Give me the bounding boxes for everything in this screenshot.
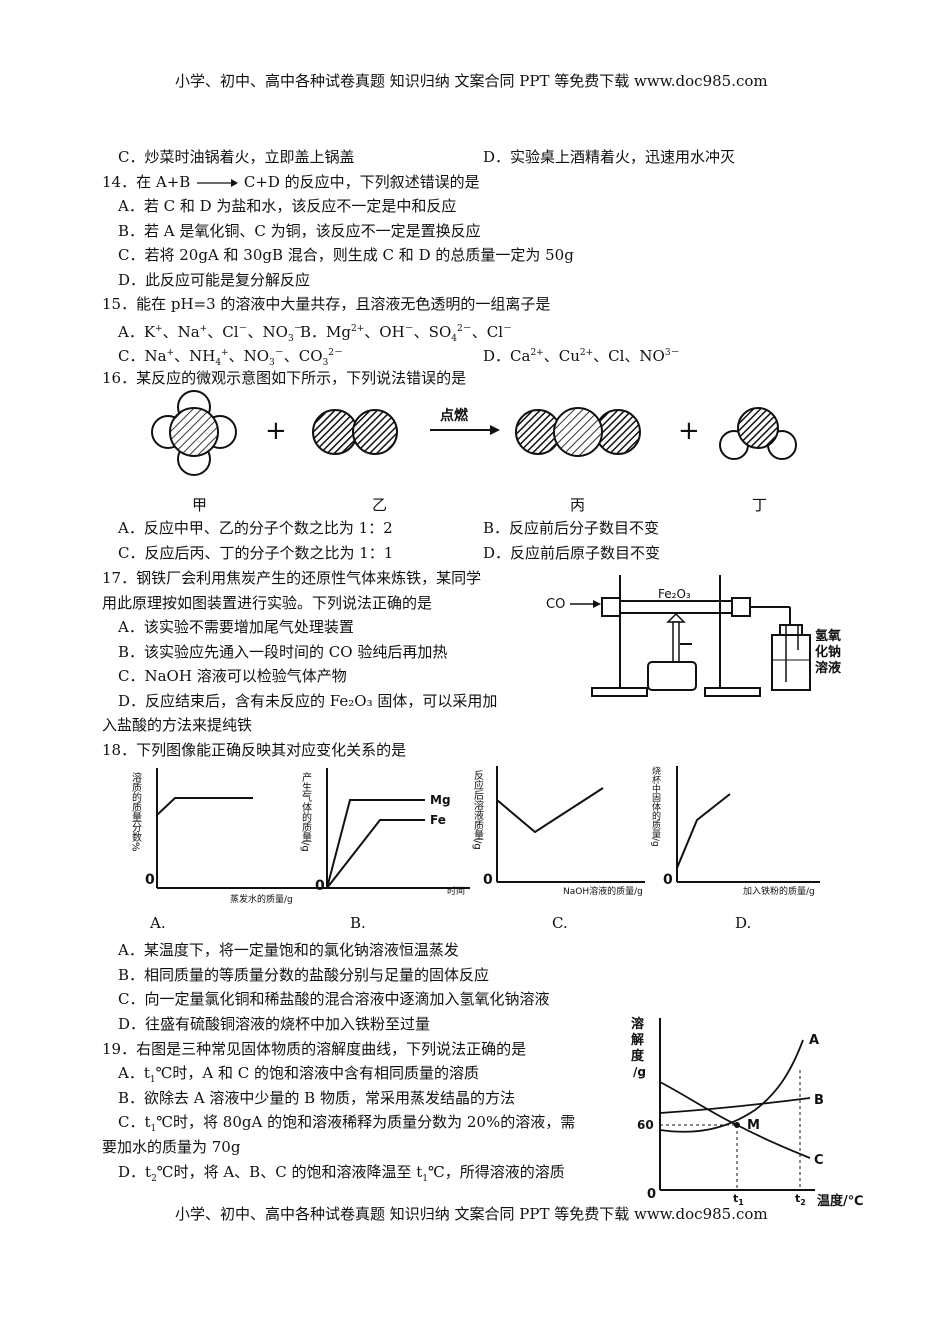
- q18-option-c: C．向一定量氯化铜和稀盐酸的混合溶液中逐滴加入氢氧化钠溶液: [118, 990, 550, 1008]
- point-m-label: M: [747, 1118, 760, 1133]
- carbon-dioxide-molecule-icon: [515, 407, 641, 457]
- ignite-label: 点燃: [440, 407, 469, 424]
- q13-option-d: D．实验桌上酒精着火，迅速用水冲灭: [483, 148, 736, 166]
- q13-option-c: C．炒菜时油锅着火，立即盖上锅盖: [118, 148, 355, 166]
- graph-d-ylabel: 烧杯中固体的质量/g: [650, 765, 661, 847]
- q19-option-a: A．t1℃时，A 和 C 的饱和溶液中含有相同质量的溶质: [118, 1064, 480, 1085]
- label-yi: 乙: [372, 496, 388, 514]
- curve-b-label: B: [814, 1093, 824, 1108]
- naoh-label-1: 氢氧: [815, 628, 841, 644]
- q16-stem: 16．某反应的微观示意图如下所示，下列说法错误的是: [102, 369, 467, 387]
- q15-option-d: D．Ca2+、Cu2+、Cl、NO3－: [483, 347, 680, 365]
- methane-molecule-icon: [151, 390, 237, 476]
- sol-ylabel-4: /g: [633, 1065, 646, 1079]
- graph-c: 0 反应后溶液质量/g NaOH溶液的质量/g: [472, 766, 645, 897]
- svg-text:+: +: [265, 416, 287, 446]
- q17-stem-2: 用此原理按如图装置进行实验。下列说法正确的是: [102, 594, 433, 612]
- q19-stem: 19．右图是三种常见固体物质的溶解度曲线，下列说法正确的是: [102, 1040, 527, 1058]
- graph-a-xlabel: 蒸发水的质量/g: [230, 893, 293, 905]
- graph-c-ylabel: 反应后溶液质量/g: [472, 770, 484, 850]
- q16-option-a: A．反应中甲、乙的分子个数之比为 1：2: [118, 519, 393, 537]
- q14-option-a: A．若 C 和 D 为盐和水，该反应不一定是中和反应: [118, 197, 457, 215]
- q16-option-b: B．反应前后分子数目不变: [483, 519, 660, 537]
- q17-stem-1: 17．钢铁厂会利用焦炭产生的还原性气体来炼铁，某同学: [102, 569, 482, 587]
- sol-xlabel: 温度/℃: [817, 1193, 864, 1209]
- curve-c-label: C: [814, 1153, 824, 1168]
- sol-ylabel-1: 溶: [631, 1016, 644, 1032]
- y60-label: 60: [637, 1118, 654, 1132]
- graph-b-mg: Mg: [430, 793, 451, 807]
- page-footer: 小学、初中、高中各种试卷真题 知识归纳 文案合同 PPT 等免费下载 www.d…: [175, 1205, 768, 1223]
- co-label: CO: [546, 597, 565, 612]
- q19-option-b: B．欲除去 A 溶液中少量的 B 物质，常采用蒸发结晶的方法: [118, 1089, 515, 1107]
- q18-option-d: D．往盛有硫酸铜溶液的烧杯中加入铁粉至过量: [118, 1015, 431, 1033]
- q19-option-d: D．t2℃时，将 A、B、C 的饱和溶液降温至 t1℃，所得溶液的溶质: [118, 1163, 565, 1184]
- graph-d: 0 烧杯中固体的质量/g 加入铁粉的质量/g: [650, 765, 820, 897]
- label-ding: 丁: [752, 496, 768, 514]
- q19-solubility-chart: 溶 解 度 /g 60 0 M A B C t1 t2 温度/℃: [630, 1016, 864, 1209]
- sol-ylabel-3: 度: [631, 1048, 645, 1064]
- q17-apparatus-diagram: CO Fe₂O₃ 氢氧 化钠 溶液: [546, 575, 841, 697]
- q18-graphs: 0 溶质的质量分数% 蒸发水的质量/g 0 产生气体的质量/g Mg Fe 时间…: [130, 765, 820, 905]
- graph-c-xlabel: NaOH溶液的质量/g: [563, 885, 643, 897]
- graph-c-zero: 0: [483, 872, 493, 888]
- naoh-label-2: 化钠: [815, 644, 841, 660]
- q14-stem: 14．在 A+B C+D 的反应中，下列叙述错误的是: [102, 172, 480, 192]
- curve-a-label: A: [809, 1033, 819, 1048]
- q17-option-b: B．该实验应先通入一段时间的 CO 验纯后再加热: [118, 643, 448, 661]
- graph-label-d: D.: [735, 914, 752, 932]
- q19-option-c: C．t1℃时，将 80gA 的饱和溶液稀释为质量分数为 20%的溶液，需: [118, 1113, 576, 1134]
- q18-stem: 18．下列图像能正确反映其对应变化关系的是: [102, 741, 407, 759]
- svg-text:+: +: [678, 416, 700, 446]
- q14-option-c: C．若将 20gA 和 30gB 混合，则生成 C 和 D 的总质量一定为 50…: [118, 246, 574, 264]
- q14-stem-part2: C+D 的反应中，下列叙述错误的是: [243, 173, 480, 191]
- graph-label-c: C.: [552, 914, 568, 932]
- q16-option-c: C．反应后丙、丁的分子个数之比为 1：1: [118, 544, 394, 562]
- reaction-arrow-icon: [197, 179, 239, 187]
- oxygen-molecule-icon: [312, 409, 398, 455]
- q17-option-d-2: 入盐酸的方法来提纯铁: [102, 716, 253, 734]
- t2-label: t2: [795, 1192, 806, 1207]
- graph-b-fe: Fe: [430, 813, 446, 827]
- page-header: 小学、初中、高中各种试卷真题 知识归纳 文案合同 PPT 等免费下载 www.d…: [175, 72, 768, 90]
- q19-option-c-2: 要加水的质量为 70g: [102, 1138, 241, 1156]
- graph-d-xlabel: 加入铁粉的质量/g: [743, 885, 815, 897]
- q17-option-a: A．该实验不需要增加尾气处理装置: [118, 618, 354, 636]
- q14-option-b: B．若 A 是氧化铜、C 为铜，该反应不一定是置换反应: [118, 222, 481, 240]
- t1-label: t1: [733, 1192, 744, 1207]
- q15-option-a: A．K+、Na+、Cl－、NO3－: [118, 323, 303, 344]
- graph-label-a: A.: [150, 914, 166, 932]
- graph-a-zero: 0: [145, 872, 155, 888]
- label-jia: 甲: [192, 496, 208, 514]
- q17-option-c: C．NaOH 溶液可以检验气体产物: [118, 667, 347, 685]
- graph-label-b: B.: [350, 914, 366, 932]
- sol-ylabel-2: 解: [630, 1032, 644, 1048]
- fe2o3-label: Fe₂O₃: [658, 587, 691, 601]
- q18-option-a: A．某温度下，将一定量饱和的氯化钠溶液恒温蒸发: [118, 941, 459, 959]
- q15-option-b: B．Mg2+、OH－、SO42－、Cl－: [300, 323, 513, 344]
- graph-d-zero: 0: [663, 872, 673, 888]
- graph-b-ylabel: 产生气体的质量/g: [300, 771, 312, 852]
- q15-stem: 15．能在 pH=3 的溶液中大量共存，且溶液无色透明的一组离子是: [102, 295, 551, 313]
- sol-zero: 0: [647, 1187, 656, 1202]
- graph-b: 0 产生气体的质量/g Mg Fe 时间: [300, 768, 470, 897]
- graph-a: 0 溶质的质量分数% 蒸发水的质量/g: [130, 768, 335, 905]
- q16-option-d: D．反应前后原子数目不变: [483, 544, 661, 562]
- water-molecule-icon: [719, 407, 797, 460]
- q14-stem-part1: 14．在 A+B: [102, 173, 191, 191]
- q16-molecule-diagram: + 点燃 +: [151, 390, 797, 476]
- q18-option-b: B．相同质量的等质量分数的盐酸分别与足量的固体反应: [118, 966, 490, 984]
- q15-option-c: C．Na+、NH4+、NO3－、CO32－: [118, 347, 344, 368]
- graph-b-xlabel: 时间: [447, 885, 465, 897]
- graph-a-ylabel: 溶质的质量分数%: [130, 771, 142, 852]
- naoh-label-3: 溶液: [815, 660, 841, 676]
- q17-option-d-1: D．反应结束后，含有未反应的 Fe₂O₃ 固体，可以采用加: [118, 692, 498, 710]
- graph-b-zero: 0: [315, 878, 325, 894]
- label-bing: 丙: [570, 496, 586, 514]
- q14-option-d: D．此反应可能是复分解反应: [118, 271, 311, 289]
